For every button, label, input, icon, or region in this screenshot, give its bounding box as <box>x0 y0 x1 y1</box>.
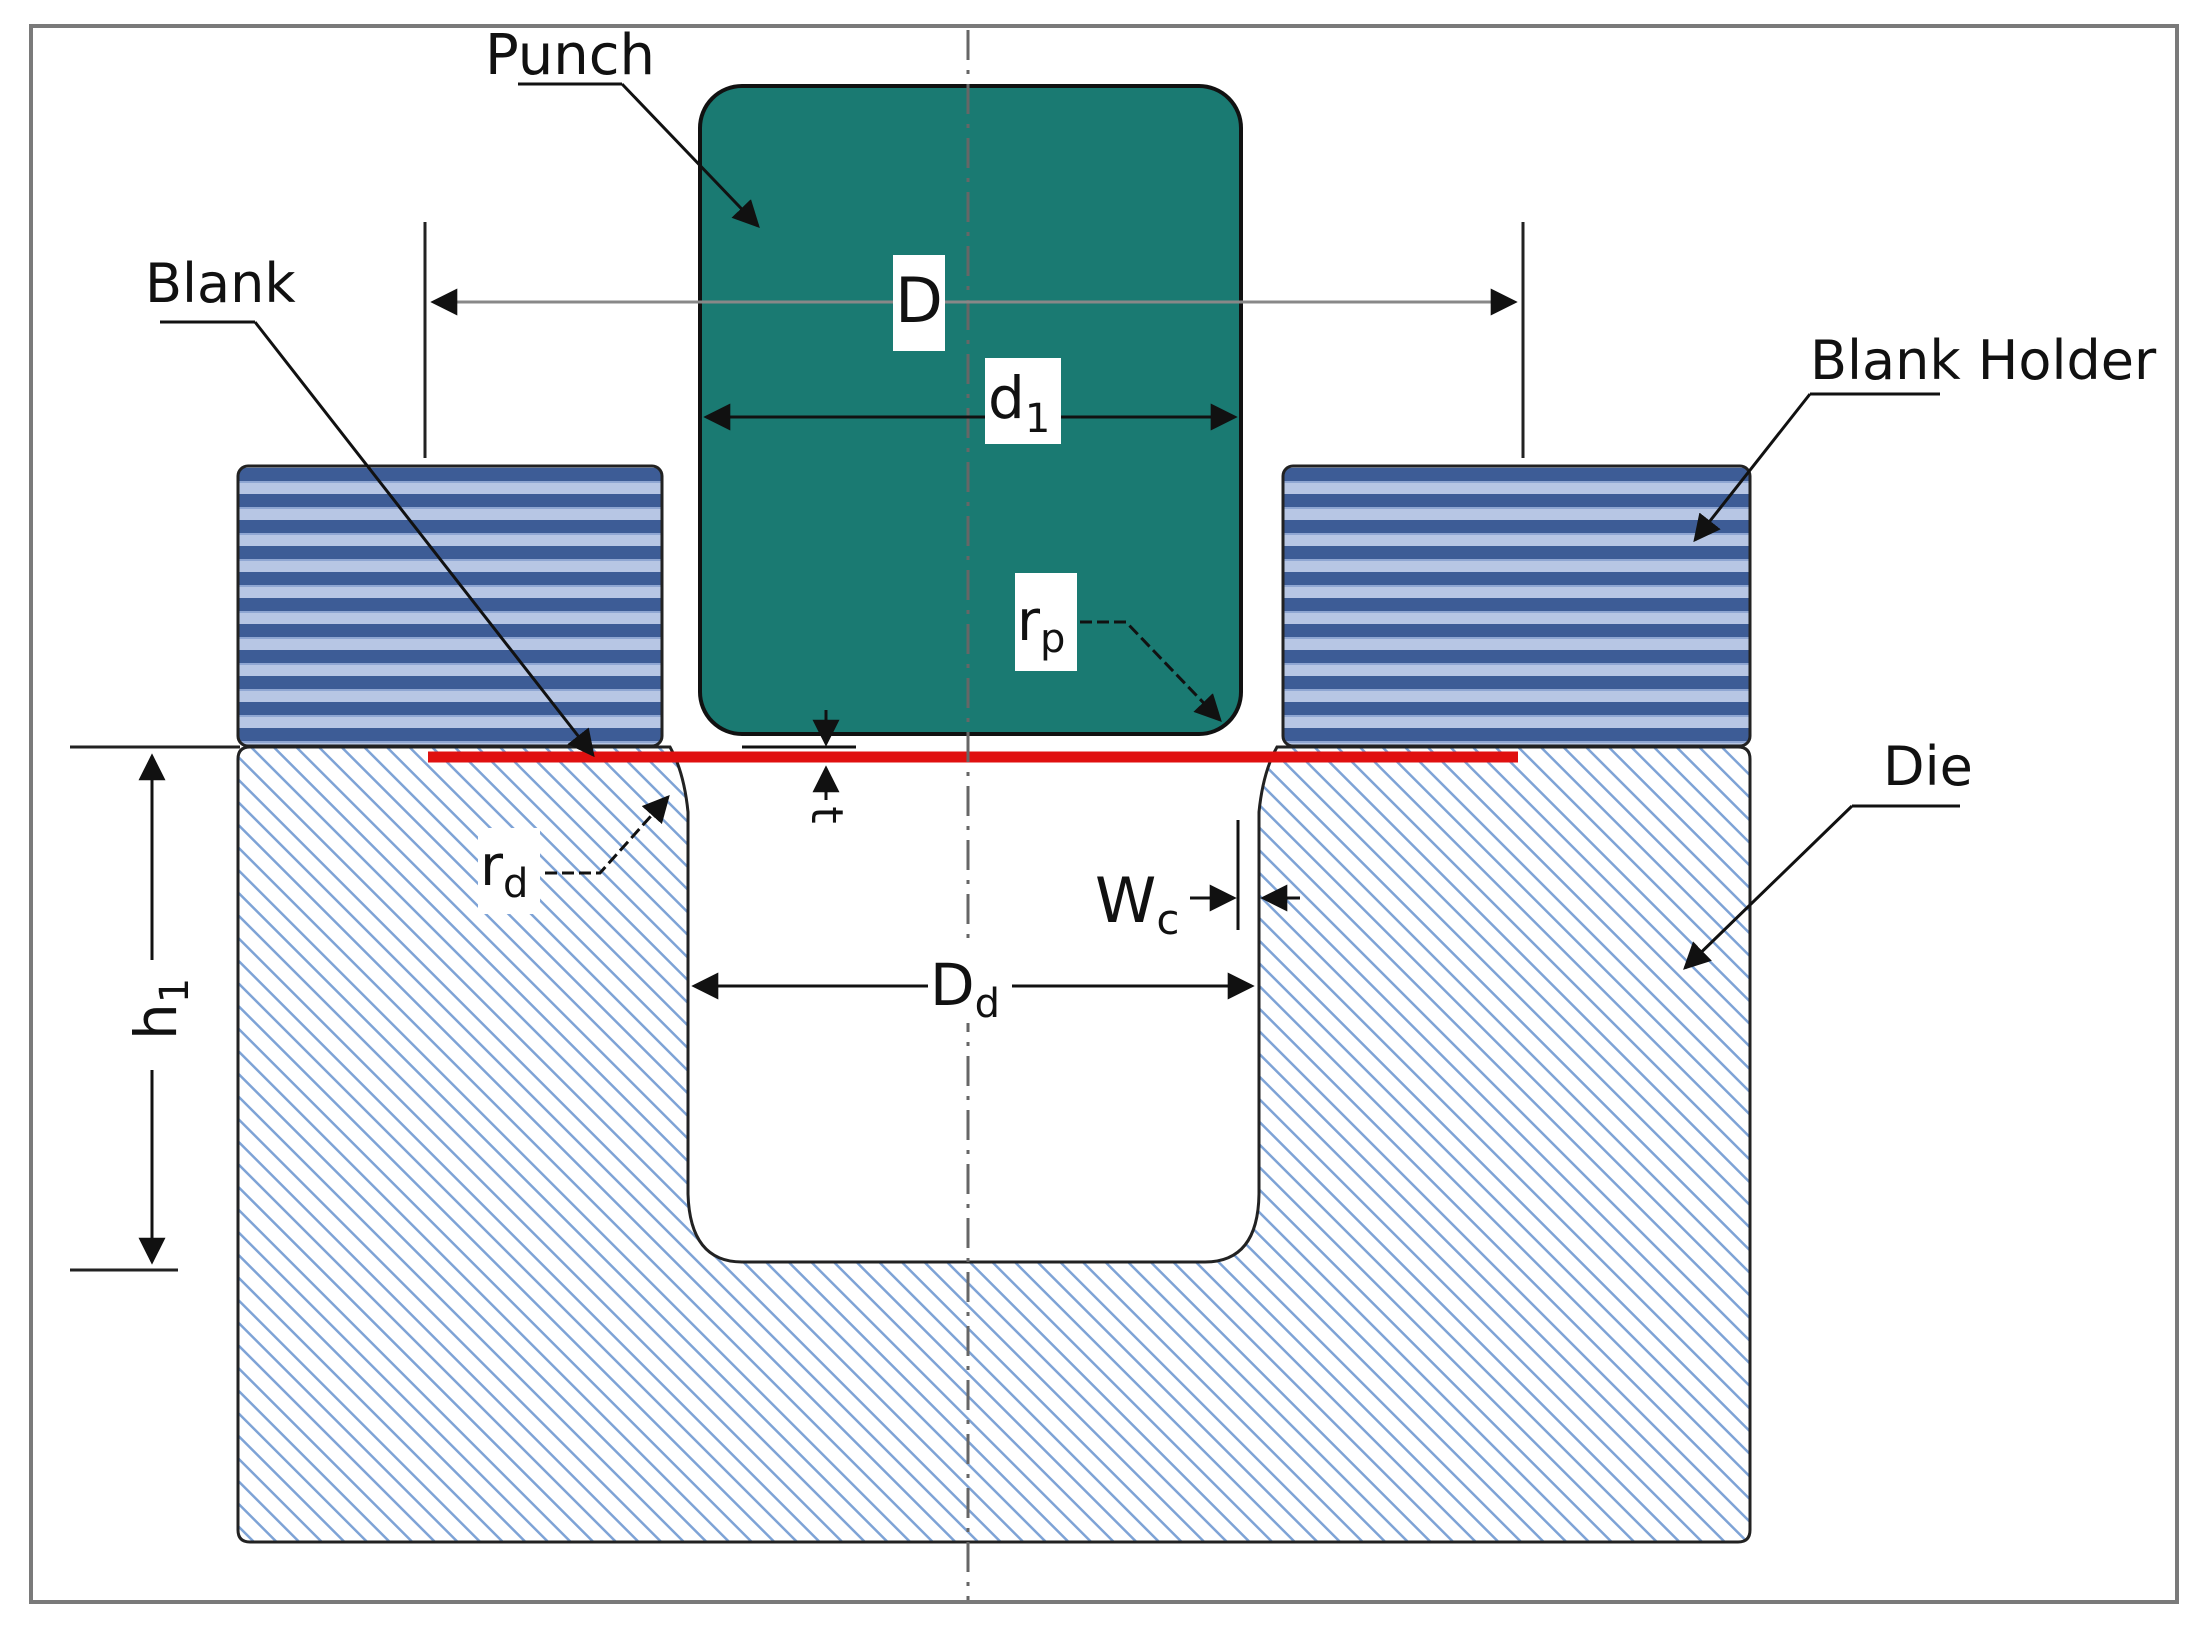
blank-holder-right <box>1281 464 1752 748</box>
rp-label-box <box>1015 573 1077 671</box>
d1-label: d1 <box>988 364 1050 442</box>
t-label: t <box>801 806 852 823</box>
rd-label-box <box>478 828 540 914</box>
blank-holder-leader <box>1693 393 1812 543</box>
rd-leader <box>545 794 670 875</box>
d1-label-box <box>985 358 1061 444</box>
die-leader <box>1683 804 1854 970</box>
wc-label: Wc <box>1095 864 1179 944</box>
Dd-label-box <box>928 943 1012 1023</box>
punch-leader <box>620 82 760 228</box>
die-label: Die <box>1883 735 1973 798</box>
punch-body <box>698 84 1243 736</box>
frame-border <box>29 24 2179 1604</box>
blank-holder-left <box>236 464 664 748</box>
die-body <box>236 745 1752 1544</box>
blank-leader <box>253 321 595 758</box>
rp-leader <box>1080 620 1222 722</box>
punch-label: Punch <box>485 23 655 88</box>
D-label: D <box>895 264 943 337</box>
D-label-box <box>893 255 945 351</box>
rd-label: rd <box>480 834 528 907</box>
h1-label-box <box>118 960 188 1070</box>
blank-label: Blank <box>145 252 296 315</box>
rp-label: rp <box>1017 589 1065 662</box>
h1-label: h1 <box>122 978 198 1040</box>
blank-holder-label: Blank Holder <box>1810 329 2157 392</box>
Dd-label: Dd <box>930 951 1000 1027</box>
